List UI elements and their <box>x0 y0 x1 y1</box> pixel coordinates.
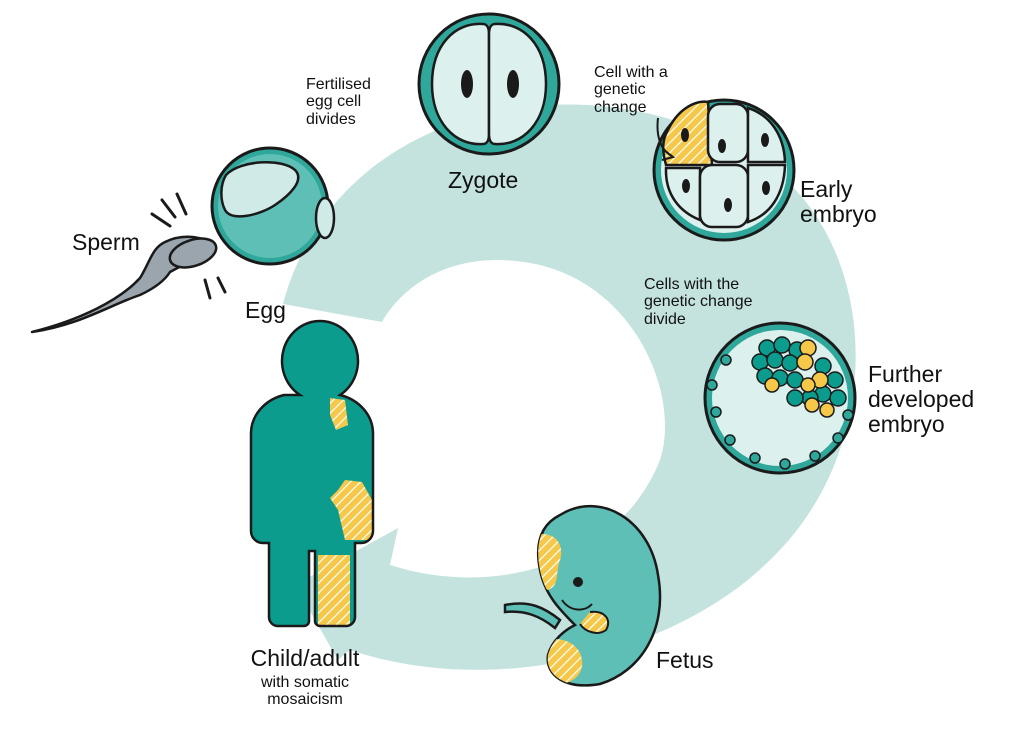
egg-label: Egg <box>245 297 286 323</box>
further-embryo-label: Further developed embryo <box>868 362 974 436</box>
further-embryo-line-1: Further <box>868 361 943 387</box>
cell-change-line-3: change <box>594 98 647 116</box>
early-embryo-line-1: Early <box>800 176 853 202</box>
cell-change-line-2: genetic <box>594 81 646 99</box>
further-embryo-line-3: embryo <box>868 410 945 437</box>
fertilised-line-1: Fertilised <box>306 76 371 93</box>
early-embryo-icon <box>652 98 796 242</box>
child-adult-note-line-2: mosaicism <box>267 691 343 709</box>
sperm-icon <box>30 192 227 334</box>
fertilised-line-3: divides <box>306 110 356 128</box>
fetus-icon <box>503 504 662 687</box>
cells-divide-line-3: divide <box>644 310 686 328</box>
early-embryo-label: Early embryo <box>800 177 877 227</box>
cycle-arrow <box>283 104 856 670</box>
child-adult-note-line-1: with somatic <box>260 674 350 691</box>
cell-change-annotation: Cell with a genetic change <box>594 64 668 116</box>
early-embryo-line-2: embryo <box>800 200 877 227</box>
sperm-label: Sperm <box>72 229 140 255</box>
further-embryo-line-2: developed <box>868 385 975 412</box>
child-adult-label: Child/adult <box>250 645 360 671</box>
zygote-label: Zygote <box>448 167 519 193</box>
child-adult-icon <box>249 319 375 628</box>
cells-divide-line-1: Cells with the <box>644 276 740 293</box>
fertilised-line-2: egg cell <box>306 93 362 111</box>
zygote-icon <box>417 12 561 156</box>
further-embryo-icon <box>703 321 857 475</box>
egg-icon <box>210 146 336 266</box>
cells-divide-line-2: genetic change <box>644 293 753 311</box>
fertilised-annotation: Fertilised egg cell divides <box>306 76 371 128</box>
fetus-label: Fetus <box>656 647 714 673</box>
cell-change-line-1: Cell with a <box>594 64 668 81</box>
cells-divide-annotation: Cells with the genetic change divide <box>644 276 753 328</box>
child-adult-note: with somatic mosaicism <box>232 674 378 709</box>
